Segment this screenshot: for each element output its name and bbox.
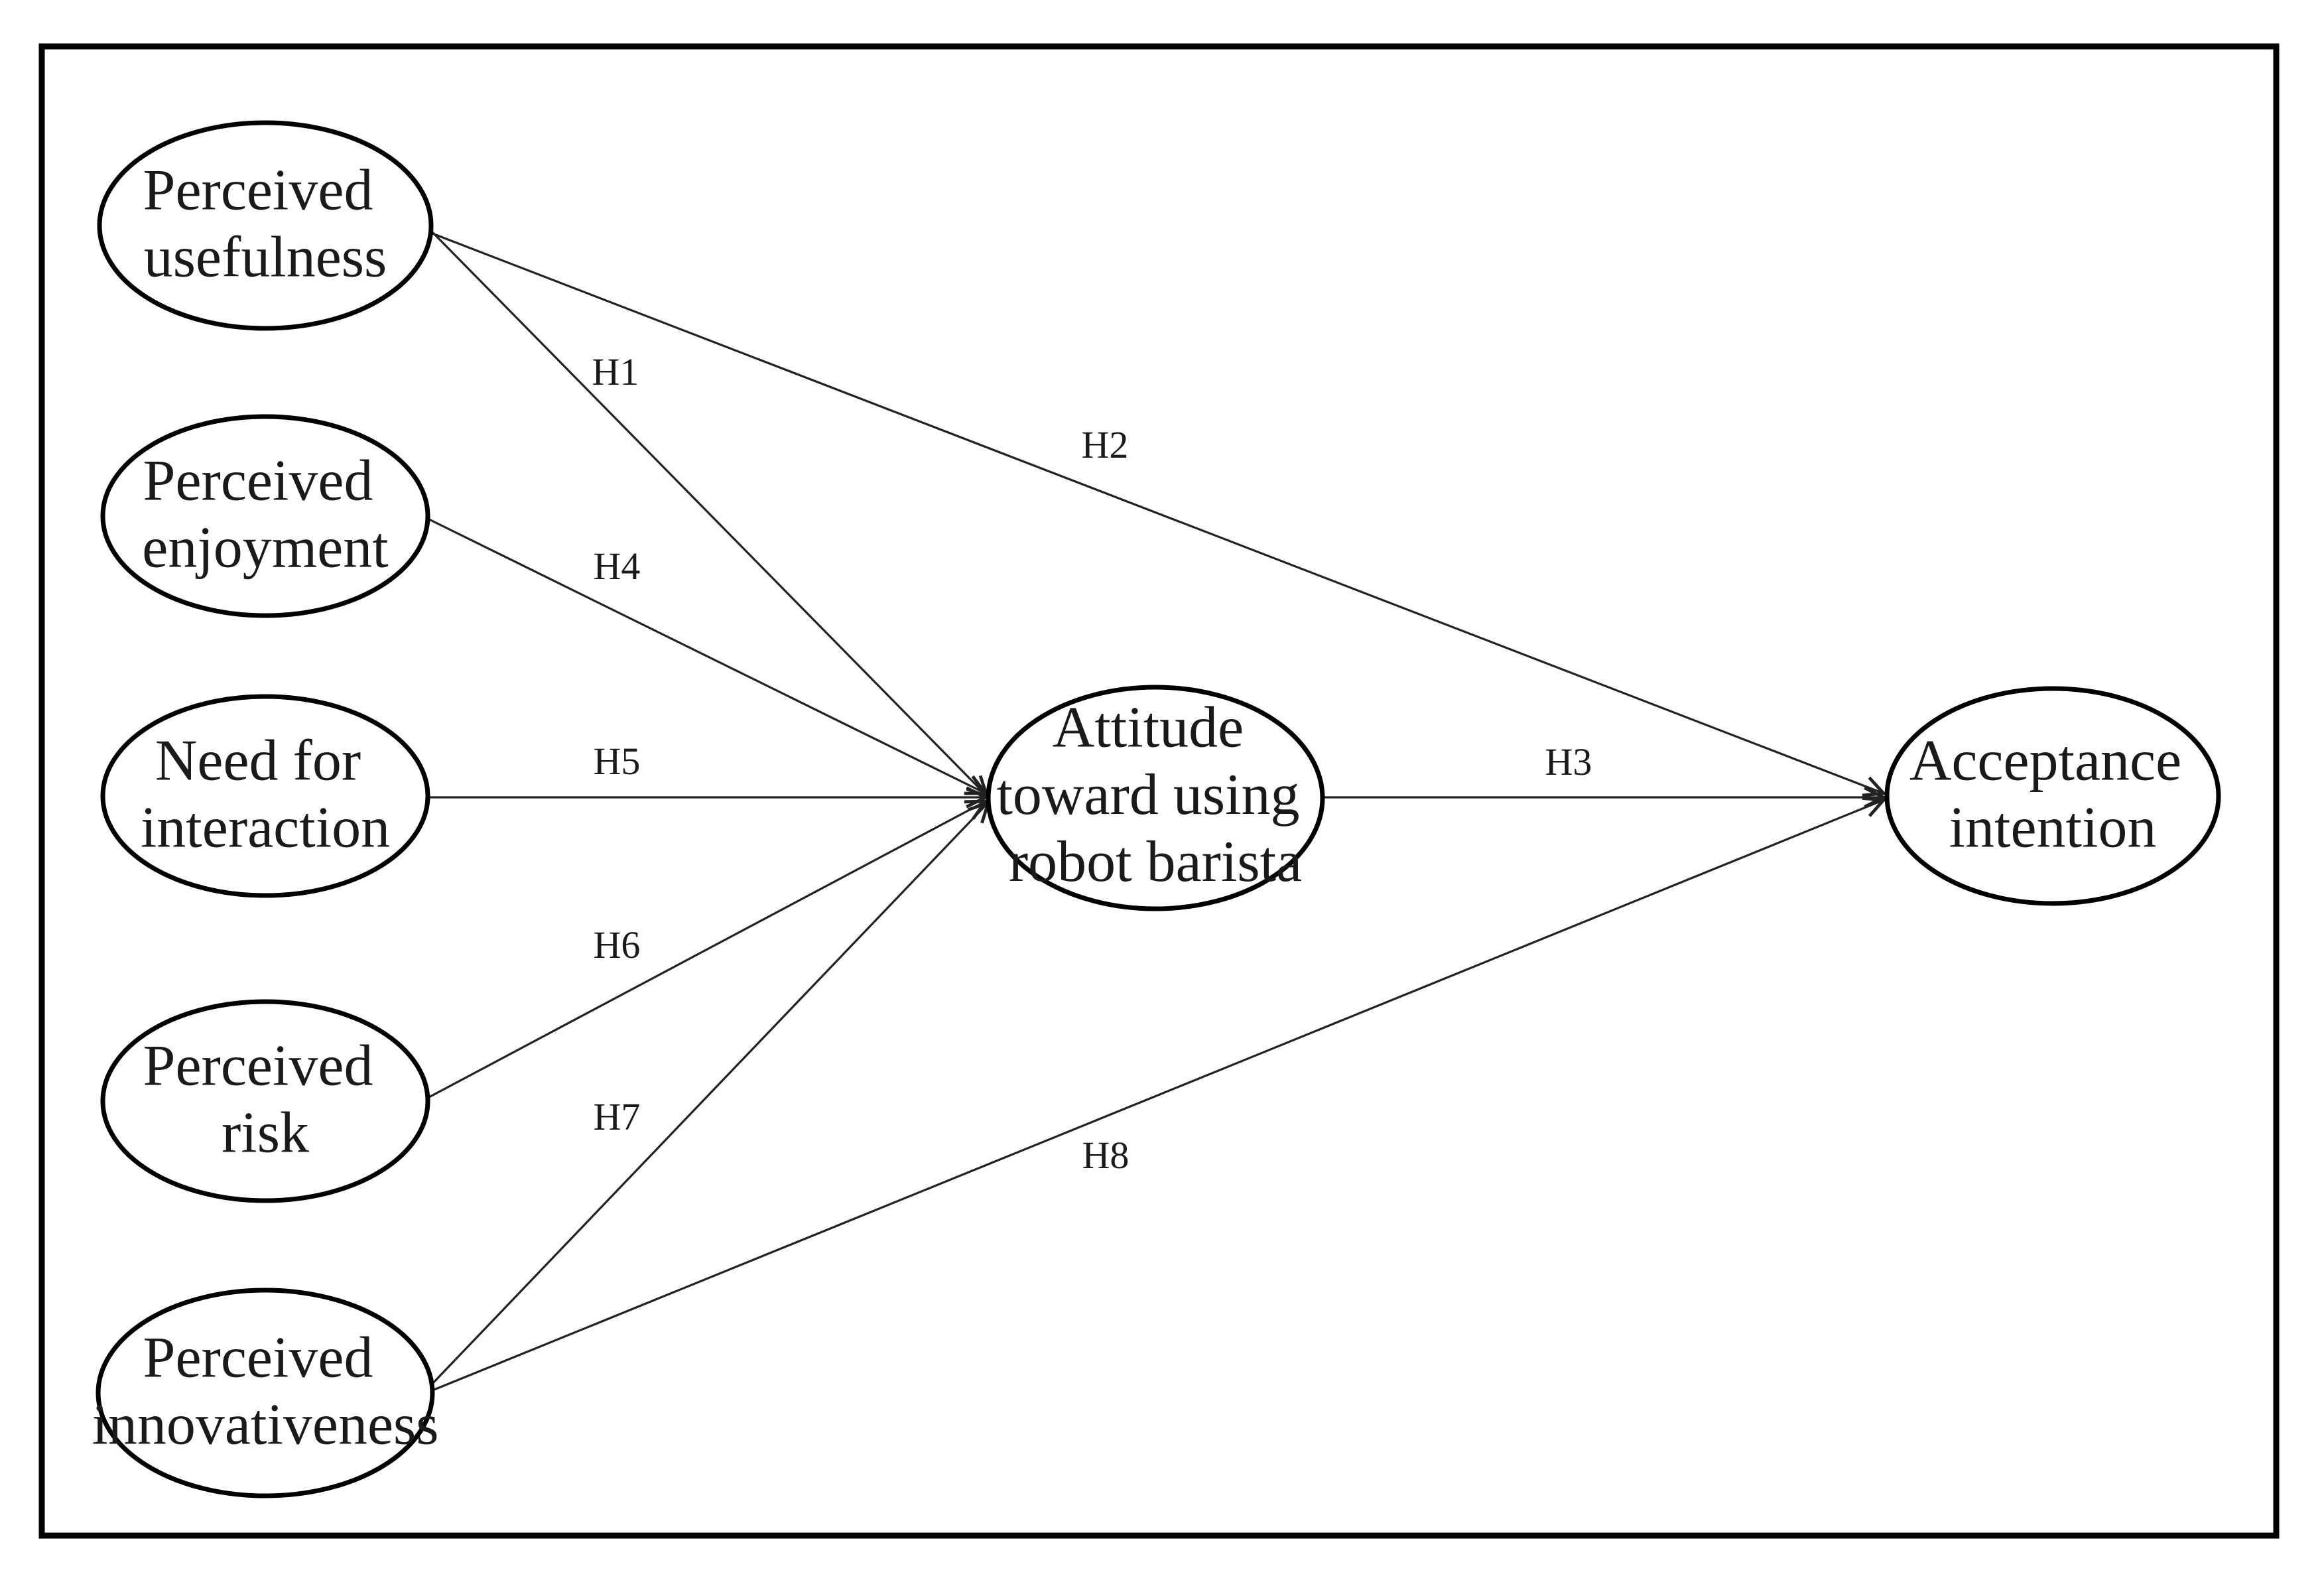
node-acceptance-intention: Acceptance intention xyxy=(1884,686,2221,906)
hypothesis-label-h6: H6 xyxy=(594,923,641,966)
node-perceived-innovativeness-ellipse xyxy=(96,1288,435,1498)
node-attitude-ellipse xyxy=(986,685,1325,911)
node-perceived-usefulness-label: Perceived usefulness xyxy=(143,158,388,289)
node-perceived-risk: Perceived risk xyxy=(100,999,430,1203)
node-acceptance-intention-label: Acceptance intention xyxy=(1909,728,2196,860)
arrow-h4 xyxy=(427,517,986,793)
arrow-h1 xyxy=(430,230,987,796)
hypothesis-labels-group: H1 H2 H3 H4 H5 H6 H7 H8 xyxy=(592,350,1592,1177)
node-perceived-enjoyment-ellipse xyxy=(100,414,430,618)
edges-group xyxy=(427,230,1884,1392)
arrow-h6 xyxy=(427,801,986,1099)
node-acceptance-intention-ellipse xyxy=(1884,686,2221,906)
node-perceived-risk-label: Perceived risk xyxy=(143,1033,388,1165)
node-need-for-interaction: Need for interaction xyxy=(100,694,430,898)
node-perceived-innovativeness: Perceived innovativeness xyxy=(92,1288,439,1498)
node-attitude: Attitude toward using robot barista xyxy=(986,685,1325,911)
hypothesis-label-h4: H4 xyxy=(594,545,641,588)
hypothesis-label-h5: H5 xyxy=(594,740,641,783)
node-attitude-label: Attitude toward using robot barista xyxy=(996,696,1314,894)
hypothesis-label-h1: H1 xyxy=(592,350,639,393)
hypothesis-label-h7: H7 xyxy=(594,1095,641,1138)
node-perceived-usefulness: Perceived usefulness xyxy=(97,120,434,331)
arrow-h8 xyxy=(432,800,1884,1392)
node-perceived-innovativeness-label: Perceived innovativeness xyxy=(92,1325,438,1457)
nodes-group: Perceived usefulness Perceived enjoyment… xyxy=(92,120,2221,1498)
arrow-h2 xyxy=(432,232,1884,793)
figure-border xyxy=(38,43,2280,1539)
arrow-h7 xyxy=(430,803,988,1386)
node-need-for-interaction-label: Need for interaction xyxy=(141,728,390,860)
node-perceived-usefulness-ellipse xyxy=(97,120,434,331)
hypothesis-label-h3: H3 xyxy=(1545,740,1592,783)
node-perceived-risk-ellipse xyxy=(100,999,430,1203)
node-perceived-enjoyment-label: Perceived enjoyment xyxy=(142,448,388,580)
hypothesis-label-h2: H2 xyxy=(1082,423,1129,466)
node-need-for-interaction-ellipse xyxy=(100,694,430,898)
node-perceived-enjoyment: Perceived enjoyment xyxy=(100,414,430,618)
hypothesis-label-h8: H8 xyxy=(1082,1134,1130,1177)
